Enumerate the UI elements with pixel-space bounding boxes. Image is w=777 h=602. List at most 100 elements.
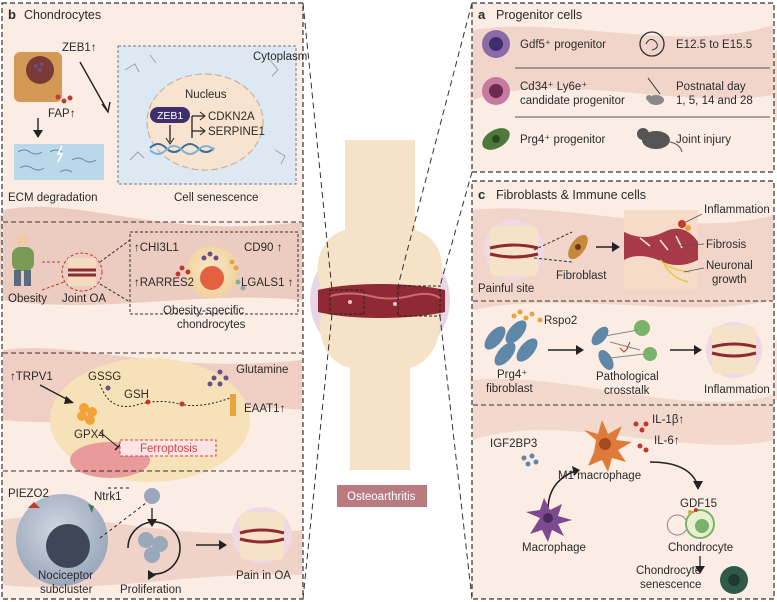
gpx4-label: GPX4: [74, 429, 105, 441]
chondrocyte-sen-label: Chondrocyte: [636, 565, 701, 577]
eaat1-transporter: [230, 394, 236, 416]
panel-a: a Progenitor cells Gdf5⁺ progenitor E12.…: [471, 2, 775, 173]
eaat1-label: EAAT1↑: [244, 403, 285, 415]
proliferation-label: Proliferation: [120, 584, 181, 596]
panel-b-title: Chondrocytes: [24, 8, 101, 22]
nociceptor-label: Nociceptor: [38, 570, 93, 582]
chondrocytes-label: chondrocytes: [177, 319, 246, 331]
prg4-label: Prg4⁺ progenitor: [520, 134, 606, 146]
fibrosis-tissue: [624, 210, 698, 290]
mouse-injury-icon: [637, 128, 683, 153]
glutamine-label: Glutamine: [236, 364, 288, 376]
fibrosis-label: Fibrosis: [706, 239, 747, 251]
igf2bp3-label: IGF2BP3: [490, 438, 537, 450]
pathological-label: Pathological: [596, 371, 659, 383]
panel-a-letter: a: [478, 7, 486, 22]
painful-joint: [232, 507, 292, 563]
prg4-fibroblast-label: Prg4⁺: [497, 369, 527, 381]
gdf5-label: Gdf5⁺ progenitor: [520, 39, 606, 51]
m1-macrophage-cell: [584, 420, 632, 472]
cytokine-dots: [633, 421, 649, 453]
postnatal-label: Postnatal day: [676, 81, 746, 93]
central-knee-joint: [310, 140, 450, 470]
ferroptosis-label: Ferroptosis: [140, 443, 198, 455]
crosstalk-label: crosstalk: [604, 385, 650, 397]
rspo2-label: Rspo2: [544, 315, 577, 327]
rspo2-dots: [511, 309, 543, 323]
chondrocyte-cell: [14, 52, 73, 104]
ntrk1-label: Ntrk1: [94, 491, 121, 503]
chondrocyte-c-cell: [666, 508, 715, 539]
cd34-label: Cd34⁺ Ly6e⁺: [520, 81, 587, 93]
panel-b: b Chondrocytes ZEB1↑ FAP↑ ECM degradatio…: [1, 2, 307, 600]
gdf15-label: GDF15: [680, 498, 717, 510]
cdkn2a-label: CDKN2A: [208, 111, 255, 123]
single-cell: [144, 488, 160, 504]
proliferating-cells: [127, 521, 181, 580]
obese-person-icon: [12, 234, 34, 286]
osteoarthritis-badge: [337, 485, 427, 507]
cytoplasm-label: Cytoplasm: [253, 51, 307, 63]
gsh-label: GSH: [124, 389, 149, 401]
fibroblast-label: Fibroblast: [556, 270, 607, 282]
senescent-chondrocyte-cell: [720, 566, 748, 594]
panel-b-letter: b: [8, 7, 16, 22]
obesity-specific-label: Obesity-specific: [163, 305, 244, 317]
panel-c: c Fibroblasts & Immune cells Painful sit…: [471, 180, 775, 600]
ecm-block: [14, 144, 104, 180]
gpx4-molecule: [77, 403, 97, 425]
e12-label: E12.5 to E15.5: [676, 39, 752, 51]
growth-label: growth: [712, 274, 747, 286]
panel-c-title: Fibroblasts & Immune cells: [496, 188, 646, 202]
cd90-label: CD90 ↑: [244, 242, 282, 254]
zeb1-label: ZEB1: [157, 110, 183, 122]
cell-senescence-label: Cell senescence: [174, 192, 258, 204]
painful-site-label: Painful site: [478, 283, 534, 295]
painful-site-joint: [484, 220, 544, 280]
neuronal-label: Neuronal: [706, 260, 753, 272]
macrophage-label: Macrophage: [522, 542, 586, 554]
chi3l1-label: ↑CHI3L1: [134, 242, 179, 254]
cytoplasm-box: [117, 45, 297, 185]
inflammation-joint: [706, 322, 762, 378]
chondrocyte-label: Chondrocyte: [668, 542, 733, 554]
panel-a-title: Progenitor cells: [496, 8, 582, 22]
connector-lines: [302, 2, 473, 600]
igf2bp3-dots: [521, 453, 539, 467]
ecm-degradation-label: ECM degradation: [8, 192, 98, 204]
zeb1-up-label: ZEB1↑: [62, 42, 97, 54]
crosstalk-cells: [591, 320, 657, 370]
joint-oa-icon: [61, 252, 103, 292]
obesity-chondrocyte-cell: [175, 246, 246, 298]
osteoarthritis-label: Osteoarthritis: [347, 491, 416, 503]
joint-injury-label: Joint injury: [676, 134, 731, 146]
ferroptosis-box: [119, 439, 217, 457]
inflammation-top-label: Inflammation: [704, 204, 770, 216]
gssg-label: GSSG: [88, 371, 121, 383]
candidate-progenitor-label: candidate progenitor: [520, 95, 625, 107]
mouse-days-icon: [646, 77, 664, 105]
senescence-label: senescence: [640, 579, 701, 591]
rarres2-label: ↑RARRES2: [134, 277, 194, 289]
joint-oa-label: Joint OA: [62, 293, 106, 305]
m1-label: M1 macrophage: [558, 470, 641, 482]
inflammation-mid-label: Inflammation: [704, 384, 770, 396]
il1b-label: IL-1β↑: [652, 414, 684, 426]
glutamine-dots: [207, 369, 229, 387]
lgals1-label: LGALS1 ↑: [241, 277, 293, 289]
serpine1-label: SERPINE1: [208, 126, 265, 138]
pain-in-oa-label: Pain in OA: [236, 570, 291, 582]
piezo2-label: PIEZO2: [8, 488, 49, 500]
postnatal-days-label: 1, 5, 14 and 28: [676, 95, 753, 107]
prg4-fibroblasts: [484, 320, 538, 366]
nociceptor-cell: [16, 494, 108, 586]
il6-label: IL-6↑: [654, 435, 680, 447]
fibroblast-2-label: fibroblast: [486, 383, 533, 395]
subcluster-label: subcluster: [40, 584, 93, 596]
arrow-to-nucleus: [79, 61, 108, 111]
obesity-label: Obesity: [8, 293, 47, 305]
nucleus-label: Nucleus: [185, 89, 227, 101]
embryo-icon: [639, 31, 665, 57]
trpv1-label: ↑TRPV1: [10, 371, 53, 383]
